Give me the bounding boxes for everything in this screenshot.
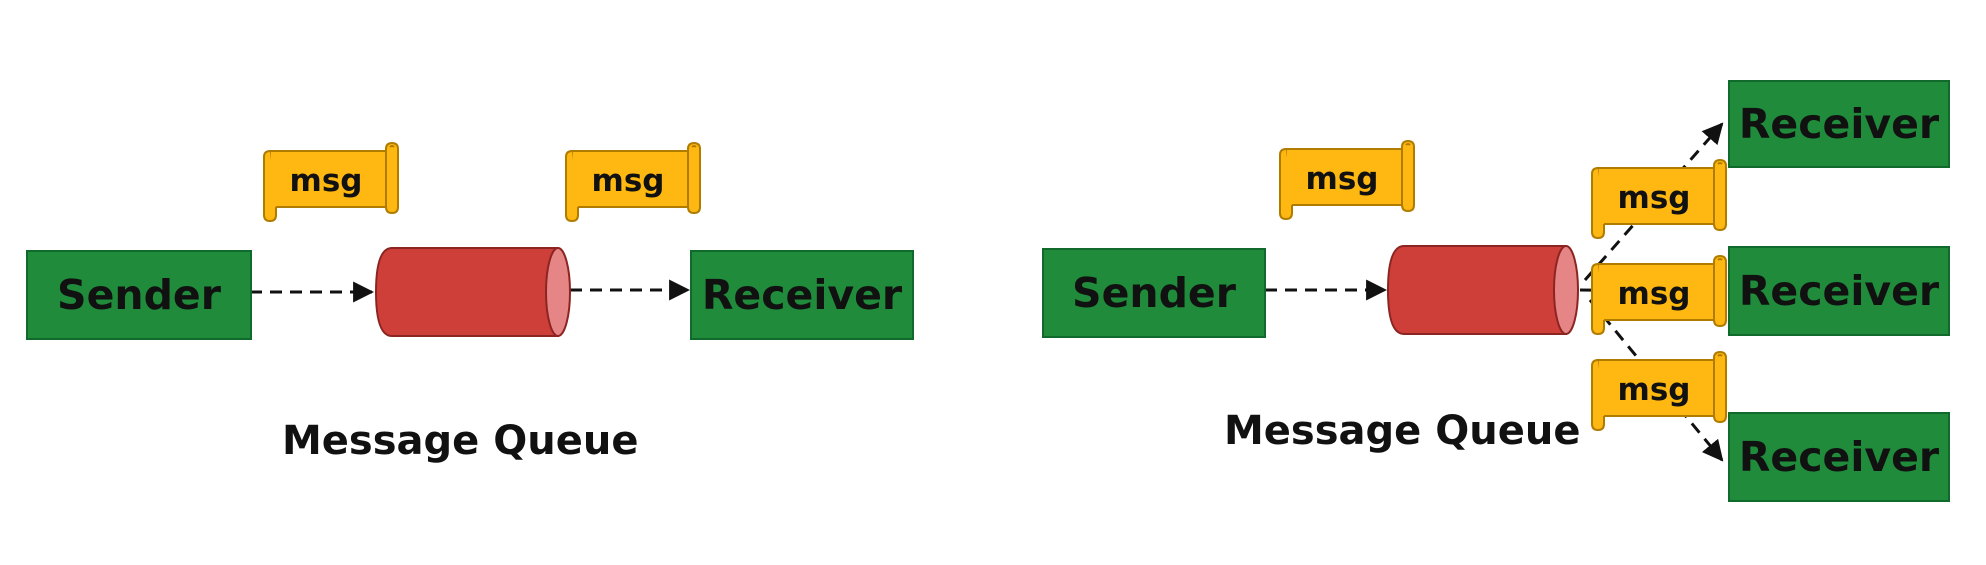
left-msg-label-1: msg — [290, 163, 363, 199]
left-msg-label-2: msg — [592, 163, 665, 199]
right-receiver-label-3: Receiver — [1738, 433, 1940, 481]
right-msg-label-1: msg — [1618, 180, 1691, 216]
right-diagram: msg msg msg msg — [1265, 122, 1727, 462]
right-receiver-box-3: Receiver — [1728, 412, 1950, 502]
right-msg-scroll-top: msg — [1279, 140, 1415, 220]
left-msg-scroll-1: msg — [263, 142, 399, 222]
right-msg-scroll-3: msg — [1591, 351, 1727, 431]
right-caption: Message Queue — [1224, 408, 1581, 454]
right-msg-label-3: msg — [1618, 372, 1691, 408]
left-sender-label: Sender — [57, 271, 221, 319]
right-receiver-box-1: Receiver — [1728, 80, 1950, 168]
right-queue-cylinder — [1386, 245, 1579, 335]
right-sender-label: Sender — [1072, 269, 1236, 317]
right-receiver-label-1: Receiver — [1738, 100, 1940, 148]
left-receiver-label: Receiver — [701, 271, 903, 319]
right-sender-box: Sender — [1042, 248, 1266, 338]
left-caption: Message Queue — [282, 418, 639, 464]
right-msg-scroll-1: msg — [1591, 159, 1727, 239]
left-sender-box: Sender — [26, 250, 252, 340]
right-msg-label-2: msg — [1618, 276, 1691, 312]
left-diagram: msg msg — [250, 142, 701, 337]
right-msg-scroll-2: msg — [1591, 255, 1727, 335]
left-queue-cylinder — [374, 247, 571, 337]
left-receiver-box: Receiver — [690, 250, 914, 340]
right-msg-label-top: msg — [1306, 161, 1379, 197]
left-msg-scroll-2: msg — [565, 142, 701, 222]
right-receiver-label-2: Receiver — [1738, 267, 1940, 315]
right-receiver-box-2: Receiver — [1728, 246, 1950, 336]
